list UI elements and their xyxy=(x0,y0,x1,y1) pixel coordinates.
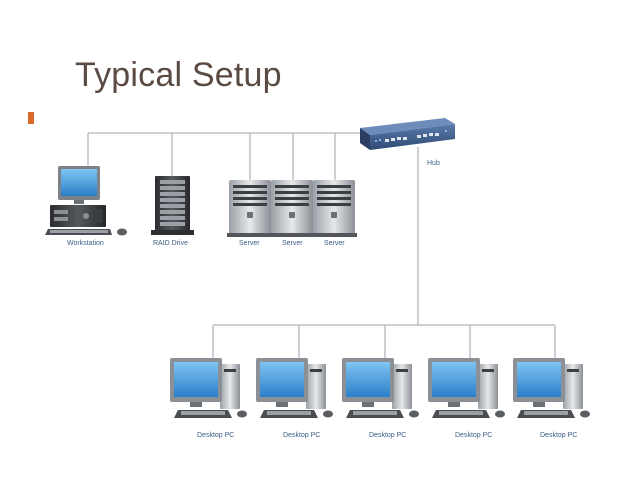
hub-node: Hub xyxy=(360,118,455,167)
server-icon xyxy=(227,180,273,237)
desktop-pc-label-5: Desktop PC xyxy=(540,432,577,439)
desktop-pc-label-3: Desktop PC xyxy=(369,432,406,439)
desktop-pc-icon xyxy=(170,358,247,418)
desktop-pc-icon xyxy=(513,358,590,418)
desktop-pc-icon xyxy=(428,358,505,418)
workstation-icon xyxy=(45,166,127,236)
raid-drive-label: RAID Drive xyxy=(153,240,188,247)
workstation-node: Workstation xyxy=(45,166,127,247)
bullet-marker xyxy=(28,112,34,124)
server-node-2: Server xyxy=(269,180,315,247)
desktop-pc-node-4: Desktop PC xyxy=(428,358,505,439)
server-icon xyxy=(311,180,357,237)
desktop-pc-node-5: Desktop PC xyxy=(513,358,590,439)
server-node-3: Server xyxy=(311,180,357,247)
desktop-pc-node-2: Desktop PC xyxy=(256,358,333,439)
server-label-2: Server xyxy=(282,240,303,247)
raid-node: RAID Drive xyxy=(151,176,194,247)
desktop-pc-icon xyxy=(256,358,333,418)
desktop-pc-node-1: Desktop PC xyxy=(170,358,247,439)
workstation-label: Workstation xyxy=(67,240,104,247)
desktop-pc-icon xyxy=(342,358,419,418)
hub-label: Hub xyxy=(427,160,440,167)
desktop-pc-node-3: Desktop PC xyxy=(342,358,419,439)
connection-lines xyxy=(87,132,556,365)
server-node-1: Server xyxy=(227,180,273,247)
desktop-pc-label-2: Desktop PC xyxy=(283,432,320,439)
raid-drive-icon xyxy=(151,176,194,235)
server-label-1: Server xyxy=(239,240,260,247)
desktop-pc-label-1: Desktop PC xyxy=(197,432,234,439)
desktop-pc-label-4: Desktop PC xyxy=(455,432,492,439)
server-icon xyxy=(269,180,315,237)
hub-icon xyxy=(360,118,455,150)
slide-title: Typical Setup xyxy=(75,56,282,94)
server-label-3: Server xyxy=(324,240,345,247)
